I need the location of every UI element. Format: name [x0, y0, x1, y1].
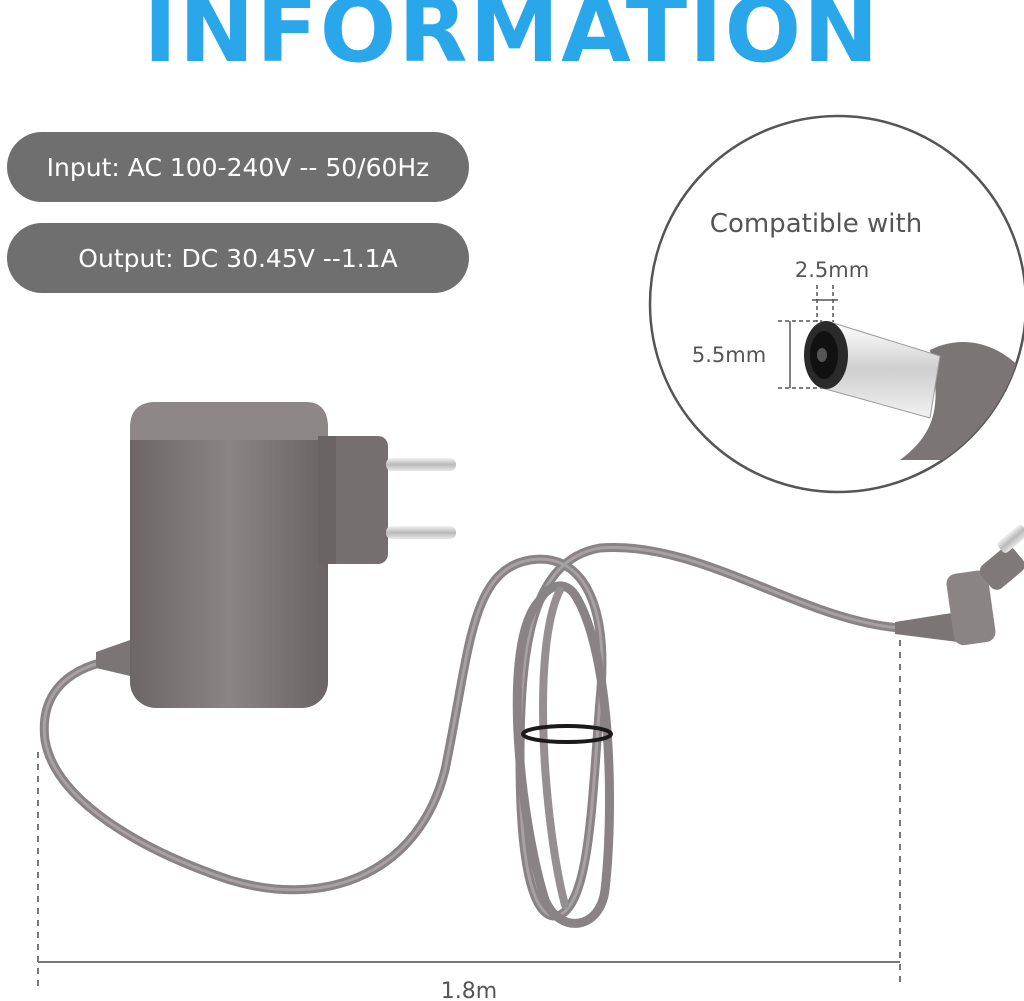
input-spec-badge: Input: AC 100-240V -- 50/60Hz [7, 132, 469, 202]
plug-pin-top [386, 458, 456, 471]
output-spec-badge: Output: DC 30.45V --1.1A [7, 223, 469, 293]
inner-diameter-label: 2.5mm [795, 258, 869, 282]
dc-connector [895, 524, 1024, 646]
compatible-with-caption: Compatible with [710, 209, 922, 239]
page-title: INFORMATION [143, 0, 881, 83]
plug-pin-bottom [386, 526, 456, 539]
connector-zoom-detail: Compatible with 2.5mm 5.5mm [648, 114, 1024, 494]
cable-tie [521, 724, 613, 744]
diameter-markers [778, 285, 838, 389]
cable-length-label: 1.8m [441, 979, 497, 1001]
cable [39, 542, 905, 928]
adapter [96, 402, 456, 708]
outer-diameter-label: 5.5mm [692, 343, 766, 367]
length-dimension [37, 640, 901, 988]
output-spec-label: Output: DC 30.45V --1.1A [78, 243, 398, 273]
input-spec-label: Input: AC 100-240V -- 50/60Hz [46, 152, 430, 182]
